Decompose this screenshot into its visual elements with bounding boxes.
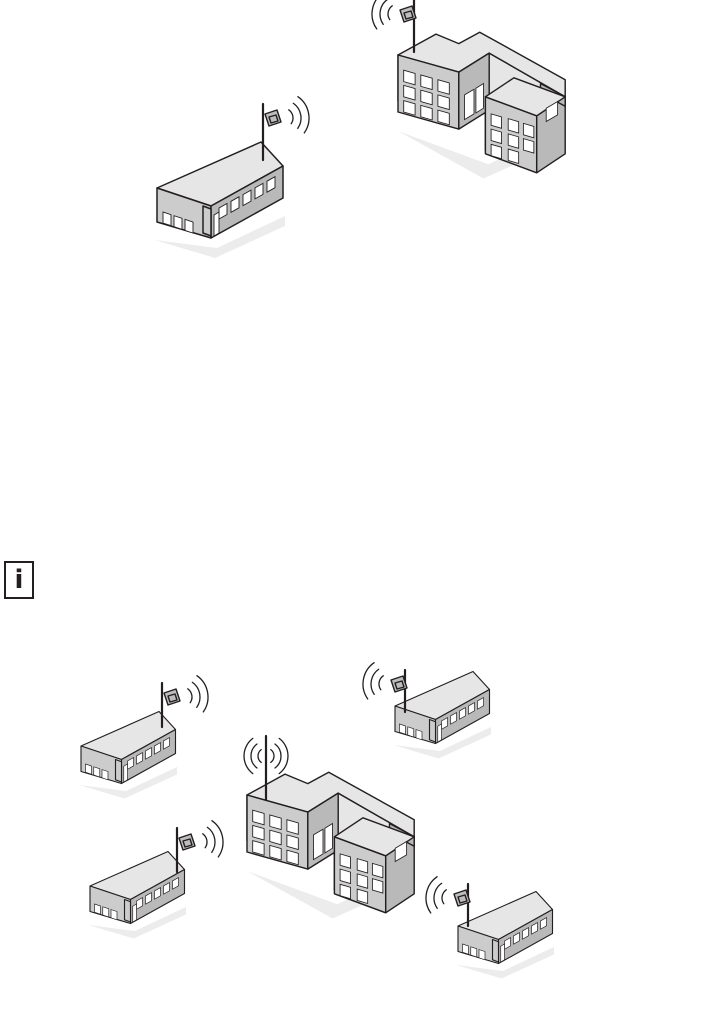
- directional-antenna: [162, 676, 208, 727]
- window: [357, 889, 367, 903]
- signal-wave: [203, 834, 207, 848]
- signal-wave: [298, 97, 309, 133]
- info-note: i: [4, 561, 34, 599]
- door: [314, 829, 324, 859]
- window: [523, 123, 533, 137]
- signal-wave: [271, 750, 274, 763]
- window: [400, 724, 406, 734]
- small-building: [394, 672, 492, 759]
- window: [357, 874, 367, 888]
- small-building: [155, 142, 285, 258]
- window: [408, 727, 414, 737]
- window: [95, 904, 101, 914]
- signal-wave: [426, 877, 437, 913]
- door: [476, 84, 484, 113]
- building-entrance: [203, 206, 211, 236]
- signal-wave: [380, 0, 388, 24]
- large-building: [247, 772, 414, 918]
- window: [185, 219, 193, 233]
- window: [340, 854, 350, 868]
- window: [508, 134, 518, 148]
- door: [438, 724, 442, 742]
- window: [357, 859, 367, 873]
- window: [491, 129, 501, 143]
- large-building: [398, 32, 565, 178]
- signal-wave: [363, 663, 374, 699]
- window: [103, 907, 109, 917]
- building-entrance: [116, 760, 122, 783]
- window: [174, 216, 182, 230]
- window: [163, 212, 171, 226]
- antenna-panel-face: [269, 115, 278, 123]
- door: [501, 944, 505, 962]
- building-entrance: [430, 720, 436, 743]
- building-entrance: [125, 900, 131, 923]
- window: [372, 879, 382, 893]
- signal-wave: [275, 744, 281, 768]
- directional-antenna: [263, 97, 309, 160]
- window: [111, 910, 117, 920]
- window: [471, 947, 477, 957]
- directional-antenna: [372, 0, 416, 52]
- window: [102, 770, 108, 780]
- window: [508, 149, 518, 163]
- door: [465, 89, 475, 119]
- signal-wave: [388, 6, 392, 20]
- door: [214, 212, 219, 236]
- window: [416, 730, 422, 740]
- signal-wave: [192, 682, 200, 707]
- antenna-panel-face: [168, 694, 177, 702]
- window: [463, 944, 469, 954]
- signal-wave: [293, 103, 301, 128]
- window: [523, 139, 533, 153]
- window: [479, 950, 485, 960]
- window: [94, 767, 100, 777]
- info-icon: i: [15, 567, 24, 593]
- signal-wave: [372, 0, 383, 29]
- window: [491, 114, 501, 128]
- signal-wave: [251, 744, 257, 768]
- signal-wave: [442, 890, 446, 904]
- signal-wave: [434, 883, 442, 908]
- antenna-panel-face: [395, 681, 404, 689]
- signal-wave: [212, 821, 223, 857]
- signal-wave: [289, 110, 293, 124]
- window: [491, 144, 501, 158]
- directional-antenna: [177, 821, 223, 872]
- signal-wave: [207, 827, 215, 852]
- small-building: [89, 852, 187, 939]
- door: [124, 764, 128, 782]
- signal-wave: [197, 676, 208, 712]
- antenna-panel-face: [404, 11, 413, 19]
- antenna-panel-face: [458, 895, 467, 903]
- window: [340, 869, 350, 883]
- signal-wave: [371, 669, 379, 694]
- small-building: [457, 892, 555, 979]
- signal-wave: [379, 676, 383, 690]
- window: [340, 884, 350, 898]
- antenna-panel-face: [183, 839, 192, 847]
- directional-antenna: [426, 877, 470, 926]
- window: [508, 119, 518, 133]
- window: [372, 863, 382, 877]
- door: [133, 904, 137, 922]
- signal-wave: [188, 689, 192, 703]
- door: [325, 824, 333, 853]
- signal-wave: [258, 750, 261, 763]
- window: [86, 764, 92, 774]
- building-entrance: [493, 940, 499, 963]
